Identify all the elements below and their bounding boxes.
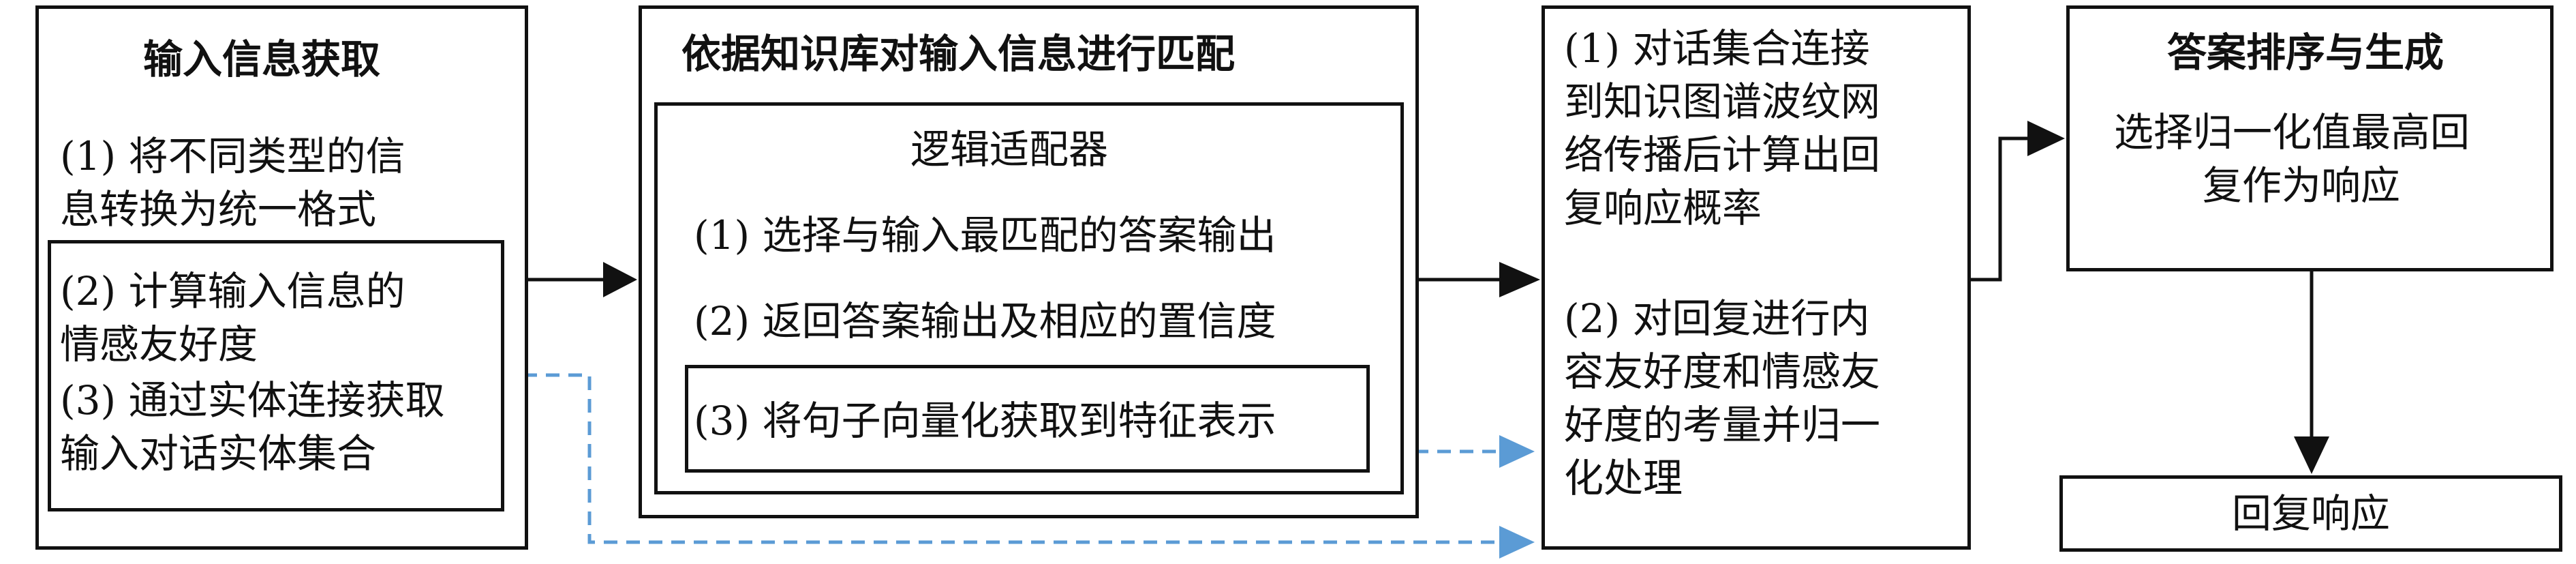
- logic-adapter-title: 逻辑适配器: [910, 126, 1109, 173]
- box1-item2-line2: 情感友好度: [60, 321, 258, 368]
- arrowhead-box2-box3: [1499, 262, 1540, 297]
- arrow-box3-box4: [1971, 136, 2027, 282]
- box3-item2-line2: 容友好度和情感友: [1564, 348, 1881, 395]
- box1-item3-line2: 输入对话实体集合: [60, 430, 377, 477]
- box-input-acquisition-title: 输入信息获取: [143, 36, 381, 83]
- box2-item2: (2) 返回答案输出及相应的置信度: [694, 298, 1276, 344]
- box2-item3: (3) 将句子向量化获取到特征表示: [694, 398, 1276, 444]
- box1-item1-line1: (1) 将不同类型的信: [60, 133, 405, 179]
- box4-body-line2: 复作为响应: [2203, 162, 2401, 209]
- box-response-probability: [1542, 5, 1971, 550]
- box-answer-ranking-title: 答案排序与生成: [2167, 29, 2444, 76]
- arrowhead-box3-box4: [2027, 121, 2065, 156]
- box3-item1-line4: 复响应概率: [1564, 185, 1762, 231]
- arrowhead-box1-box2: [603, 262, 637, 297]
- box3-item2-line1: (2) 对回复进行内: [1564, 295, 1870, 342]
- box3-item1-line2: 到知识图谱波纹网: [1564, 78, 1881, 125]
- box1-inner-group: [48, 240, 504, 511]
- box3-item1-line3: 络传播后计算出回: [1564, 132, 1881, 178]
- dashed-arrow-box1-box3: [501, 373, 1499, 544]
- box-reply-response-label: 回复响应: [2232, 490, 2391, 537]
- box2-item3-box: [685, 365, 1370, 473]
- arrowhead-box4-box5: [2294, 436, 2329, 474]
- box-reply-response: [2059, 475, 2562, 552]
- box-knowledge-matching-title: 依据知识库对输入信息进行匹配: [681, 31, 1236, 77]
- box3-item2-line3: 好度的考量并归一: [1564, 402, 1881, 448]
- box2-item1: (1) 选择与输入最匹配的答案输出: [694, 212, 1276, 258]
- box1-item1-line2: 息转换为统一格式: [60, 186, 377, 233]
- box1-item2-line1: (2) 计算输入信息的: [60, 268, 405, 314]
- box1-item3-line1: (3) 通过实体连接获取: [60, 377, 445, 424]
- box3-item2-line4: 化处理: [1564, 455, 1683, 501]
- box4-body-line1: 选择归一化值最高回: [2114, 109, 2470, 155]
- box-answer-ranking: [2066, 5, 2554, 271]
- dashed-arrowhead-box2-box3: [1499, 435, 1535, 468]
- box3-item1-line1: (1) 对话集合连接: [1564, 25, 1870, 72]
- dashed-arrowhead-box1-box3: [1499, 526, 1535, 559]
